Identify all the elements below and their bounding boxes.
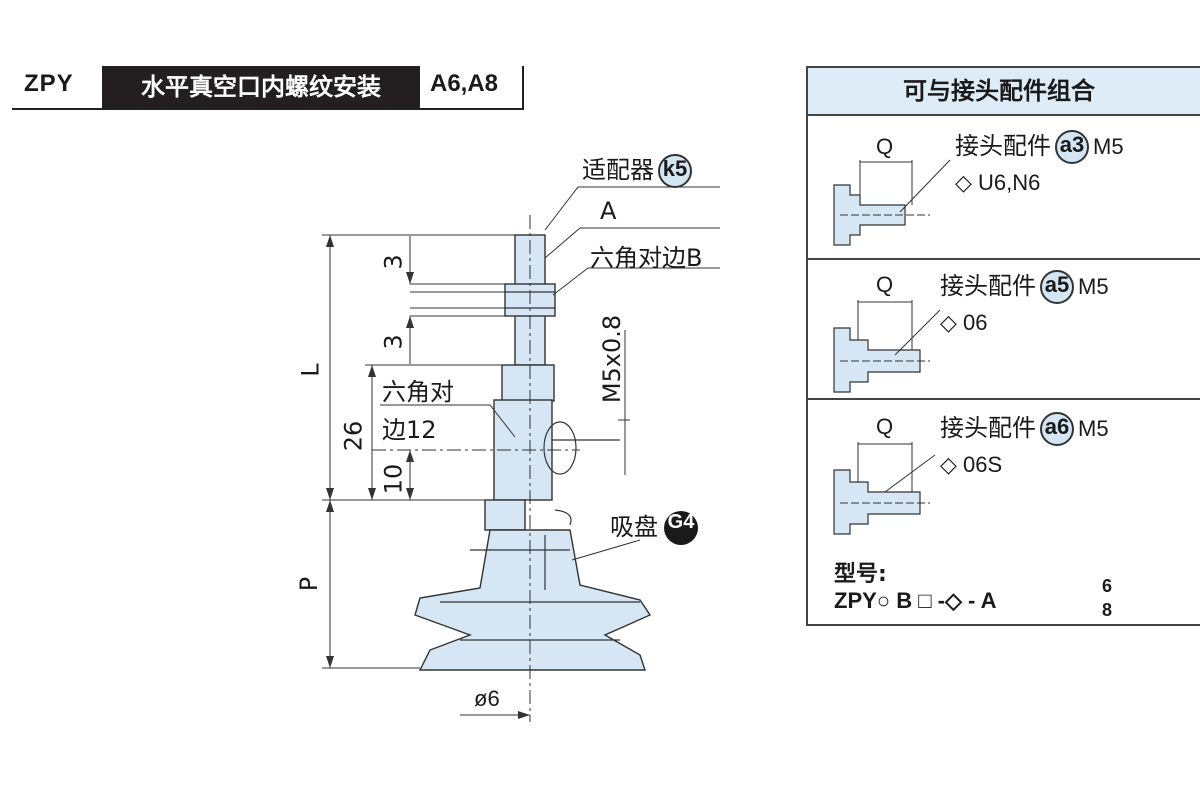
- panel-separator: [808, 258, 1200, 260]
- thread-label: M5x0.8: [598, 314, 627, 404]
- diamond-icon: ◇: [955, 170, 972, 195]
- header-right-bar: [522, 66, 524, 110]
- header-sizes: A6,A8: [430, 70, 499, 97]
- fitting-thread: M5: [1078, 274, 1109, 299]
- header: ZPY 水平真空口内螺纹安装 A6,A8: [12, 66, 524, 110]
- dim-10-label: 10: [379, 463, 408, 495]
- adapter-label-text: 适配器: [582, 156, 654, 184]
- model-dash: -: [968, 588, 976, 613]
- diamond-placeholder-icon: ◇: [944, 588, 962, 613]
- fitting-option: 06: [963, 310, 988, 335]
- fitting-a3-option: ◇ U6,N6: [955, 170, 1040, 196]
- hex12-line2: 边12: [382, 416, 437, 444]
- diamond-icon: ◇: [940, 452, 957, 477]
- hex-b-label: 六角对边B: [590, 244, 703, 272]
- dim-3-top: 3: [379, 254, 408, 270]
- model-size-bottom: 8: [1102, 600, 1113, 620]
- fitting-a5-option: ◇ 06: [940, 310, 988, 336]
- dim-phi-label: ø6: [474, 686, 500, 711]
- square-placeholder-icon: □: [918, 588, 932, 613]
- header-title: 水平真空口内螺纹安装: [102, 66, 420, 108]
- panel-separator: [808, 398, 1200, 400]
- fitting-label: 接头配件: [955, 132, 1051, 160]
- fitting-panel: 可与接头配件组合: [806, 66, 1200, 626]
- model-label: 型号:: [834, 562, 887, 587]
- fitting-label: 接头配件: [940, 272, 1036, 300]
- fitting-a6-option: ◇ 06S: [940, 452, 1002, 478]
- fitting-option: 06S: [963, 452, 1003, 477]
- fitting-code-badge: a5: [1040, 270, 1074, 304]
- model-b: B: [896, 588, 913, 613]
- dim-26-label: 26: [339, 420, 368, 452]
- hex12-line1: 六角对: [382, 378, 454, 406]
- fitting-code-badge: a3: [1055, 130, 1089, 164]
- dim-a-label: A: [600, 197, 617, 225]
- fitting-thread: M5: [1093, 134, 1124, 159]
- dim-l-label: L: [296, 363, 325, 377]
- collar: [484, 499, 526, 531]
- side-port: [543, 421, 577, 475]
- model-prefix: ZPY: [834, 588, 877, 613]
- q-label: Q: [876, 272, 894, 297]
- pad-code-badge: G4: [664, 511, 698, 545]
- q-label: Q: [876, 414, 894, 439]
- dim-p-label: P: [295, 576, 324, 592]
- model-code: ZPY○ B □ -◇ - A: [834, 588, 997, 614]
- circle-placeholder-icon: ○: [876, 588, 891, 613]
- header-underline: [12, 108, 524, 110]
- model-a: A: [980, 588, 997, 613]
- main-drawing: [322, 186, 720, 722]
- model-dash: -: [937, 588, 945, 613]
- dim-3-bottom: 3: [379, 334, 408, 350]
- hex12-upper: [501, 364, 555, 402]
- fitting-label: 接头配件: [940, 414, 1036, 442]
- fitting-code-badge: a6: [1040, 412, 1074, 446]
- adapter-code-badge: k5: [658, 154, 692, 188]
- suction-pad: [414, 529, 652, 671]
- fitting-option: U6,N6: [978, 170, 1041, 195]
- header-model: ZPY: [24, 70, 74, 97]
- fitting-thread: M5: [1078, 416, 1109, 441]
- panel-title: 可与接头配件组合: [808, 68, 1200, 116]
- q-label: Q: [876, 134, 894, 159]
- pad-label-text: 吸盘: [610, 513, 658, 541]
- model-size-top: 6: [1102, 576, 1113, 596]
- diamond-icon: ◇: [940, 310, 957, 335]
